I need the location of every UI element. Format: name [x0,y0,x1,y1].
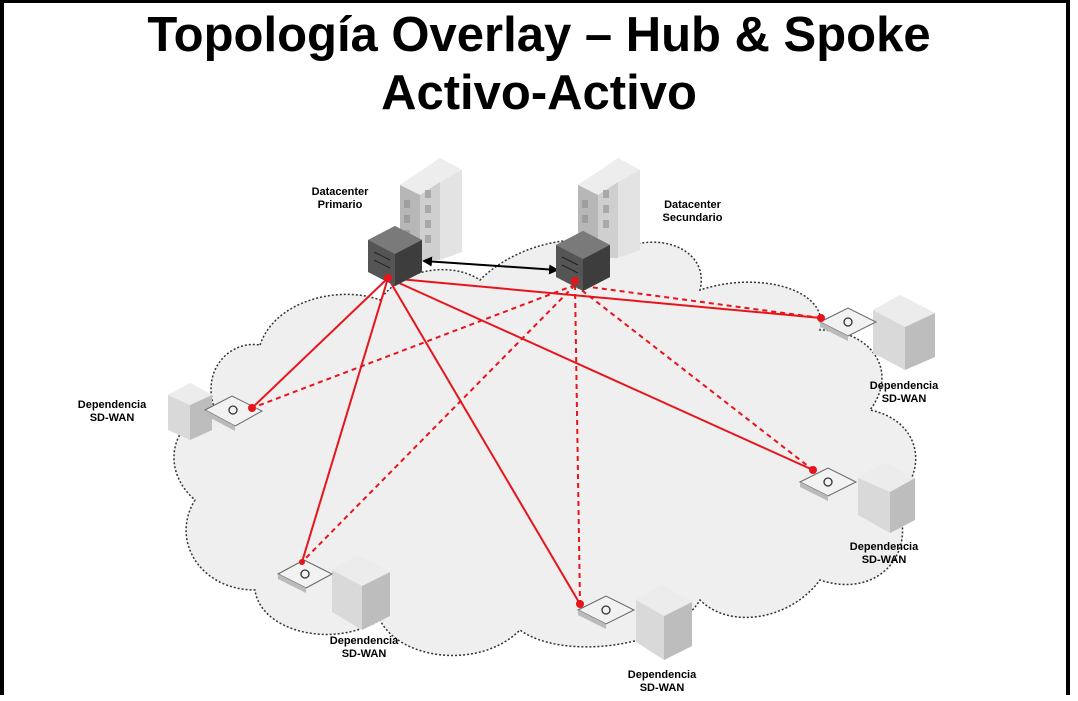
spoke-bottom-center-sdwan-device-icon [576,595,636,629]
spoke-bottom-center-building-icon [636,586,692,660]
diagram-title-line1: Topología Overlay – Hub & Spoke [147,8,931,62]
tunnel-secondary-to-bottom-left [301,284,576,563]
spoke-right-bottom-label-line2: SD-WAN [861,554,907,566]
tunnel-primary-to-right-top [387,277,822,319]
spoke-left-building-icon [168,383,212,440]
spoke-bottom-left-label: Dependencia SD-WAN [322,635,406,661]
secondary-hub-router-icon [556,231,610,291]
hub-secondary-label-line1: Datacenter [664,199,721,211]
tunnel-primary-to-bottom-center [387,277,581,605]
spoke-bottom-left-sdwan-device-icon [276,559,334,593]
spoke-left-label-line2: SD-WAN [89,412,135,424]
tunnel-primary-to-bottom-left [301,277,389,563]
tunnel-secondary-to-left [251,284,576,409]
spoke-right-bottom-label: Dependencia SD-WAN [842,541,926,567]
spoke-bottom-center-label: Dependencia SD-WAN [620,669,704,695]
spoke-left-label-line1: Dependencia [77,399,147,411]
primary-hub-tunnels [251,277,822,605]
spoke-bottom-left-label-line2: SD-WAN [341,648,387,660]
spoke-right-top-label: Dependencia SD-WAN [862,380,946,406]
spoke-right-top-label-line2: SD-WAN [881,393,927,405]
spoke-bottom-left-building-icon [332,556,390,630]
hub-interconnect-arrow [422,256,559,275]
spoke-bottom-center-label-line1: Dependencia [627,669,697,681]
spoke-right-bottom-sdwan-device-icon [798,466,858,501]
primary-hub-router-icon [368,226,422,286]
tunnel-primary-to-left [251,277,389,409]
hub-primary-label-line2: Primario [317,199,363,211]
spoke-right-top-sdwan-device-icon [817,307,878,341]
diagram-title-line2: Activo-Activo [381,66,697,120]
hub-primary-label-line1: Datacenter [311,186,369,198]
hub-secondary-label: Datacenter Secundario [650,199,735,225]
spoke-right-bottom-building-icon [858,463,915,533]
spoke-right-bottom-label-line1: Dependencia [849,541,919,553]
spoke-left-sdwan-device-icon [203,395,264,431]
spoke-bottom-left-label-line1: Dependencia [329,635,399,647]
tunnel-secondary-to-bottom-center [574,284,581,605]
secondary-hub-tunnels [251,284,822,605]
spoke-right-top-label-line1: Dependencia [869,380,939,392]
spoke-bottom-center-label-line2: SD-WAN [639,682,685,694]
hub-secondary-label-line2: Secundario [662,212,723,224]
spoke-left-label: Dependencia SD-WAN [72,399,152,425]
hub-primary-label: Datacenter Primario [300,186,380,212]
network-cloud [173,239,917,657]
tunnel-primary-to-right-bottom [387,277,814,471]
spoke-right-top-building-icon [873,295,935,370]
